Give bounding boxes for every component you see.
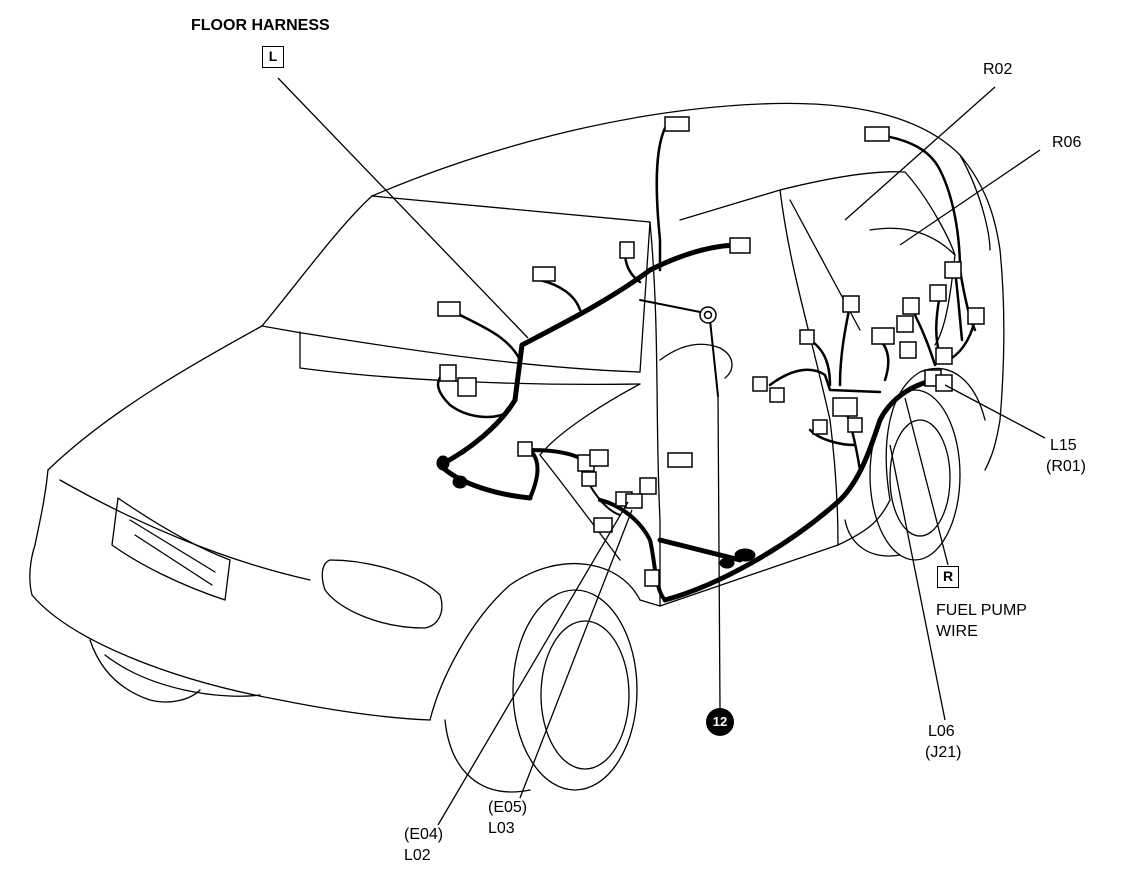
callout-e05: (E05) — [488, 799, 528, 816]
callout-e04: (E04) — [404, 826, 444, 843]
floor-harness-code-box: L — [262, 46, 284, 68]
fuel-pump-code-box: R — [937, 566, 959, 588]
callout-l02: L02 — [404, 847, 431, 864]
callout-l06: L06 — [928, 723, 955, 740]
callout-r06: R06 — [1052, 134, 1082, 151]
callout-j21: (J21) — [925, 744, 962, 761]
leader-lines — [277, 77, 1046, 826]
fuel-pump-wire-label-line2: WIRE — [936, 623, 978, 640]
callout-r02: R02 — [983, 61, 1013, 78]
callout-r01: (R01) — [1046, 458, 1087, 475]
callout-l15: L15 — [1050, 437, 1077, 454]
connectors — [437, 116, 985, 587]
ground-point-badge: 12 — [706, 708, 734, 736]
fuel-pump-wire-label-line1: FUEL PUMP — [936, 602, 1027, 619]
vehicle-outline — [29, 102, 1005, 793]
junction-blocks — [436, 455, 756, 569]
floor-harness-label: FLOOR HARNESS — [191, 17, 330, 34]
callout-l03: L03 — [488, 820, 515, 837]
wire-harness — [436, 126, 977, 603]
